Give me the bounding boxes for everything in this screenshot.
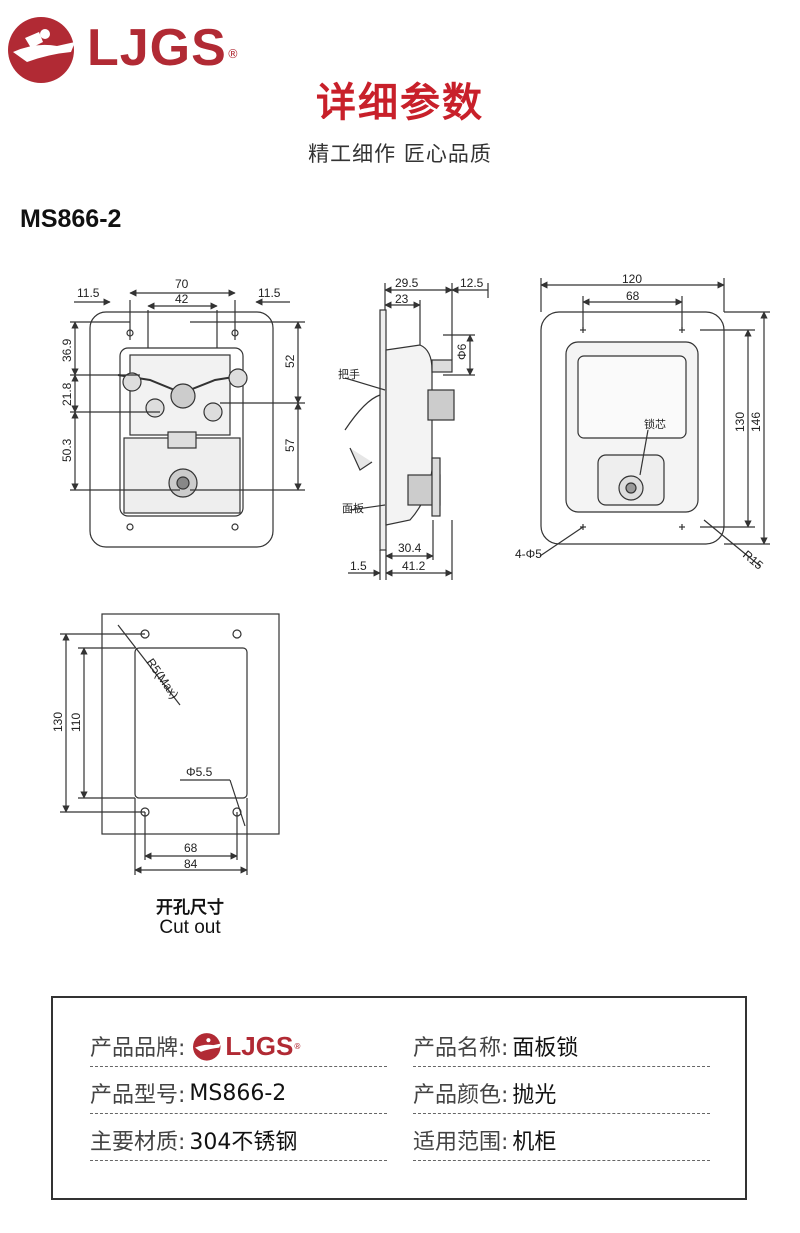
brand-name: LJGS xyxy=(87,19,227,77)
dim-68: 68 xyxy=(626,289,640,303)
spec-value: 304不锈钢 xyxy=(189,1130,298,1155)
dim-42: 42 xyxy=(175,292,189,306)
page-subtitle: 精工细作 匠心品质 xyxy=(308,142,492,166)
spec-brand-logo: LJGS ® xyxy=(191,1031,301,1062)
side-view-dimensions: 29.5 12.5 23 Φ6 把手 面板 30.4 1.5 41.2 xyxy=(338,276,484,573)
brand-logo: LJGS ® xyxy=(5,12,239,84)
cutout-dimensions: 130 110 R5(Max) Φ5.5 68 84 xyxy=(51,656,213,871)
dim-11-5-left: 11.5 xyxy=(77,286,100,300)
label-handle: 把手 xyxy=(338,367,360,381)
spec-value: MS866-2 xyxy=(189,1080,287,1106)
registered-mark: ® xyxy=(226,47,239,61)
dim-r5-max: R5(Max) xyxy=(144,656,182,702)
cutout-caption-en: Cut out xyxy=(159,917,221,938)
dim-cut-130: 130 xyxy=(51,712,65,732)
dim-phi-5-5: Φ5.5 xyxy=(186,765,213,779)
spec-key: 适用范围: xyxy=(413,1130,509,1155)
dim-41-2: 41.2 xyxy=(402,559,426,573)
label-panel: 面板 xyxy=(342,501,364,515)
label-lock-core: 锁芯 xyxy=(644,417,666,431)
dim-cut-68: 68 xyxy=(184,841,198,855)
spec-scope: 适用范围: 机柜 xyxy=(413,1120,710,1161)
brand-emblem-icon xyxy=(193,1033,222,1061)
spec-brand-name: LJGS xyxy=(225,1030,294,1061)
spec-table: 产品品牌: LJGS ® 产品名称: 面板锁 产品型号: MS866-2 产品颜… xyxy=(51,996,747,1200)
dim-36-9: 36.9 xyxy=(60,338,74,362)
technical-drawings: 70 42 11.5 11.5 36.9 21.8 50.3 52 57 xyxy=(51,272,770,875)
dim-30-4: 30.4 xyxy=(398,541,422,555)
dim-120: 120 xyxy=(622,272,642,286)
spec-value: 面板锁 xyxy=(512,1036,579,1061)
dim-130: 130 xyxy=(733,412,747,432)
dim-70: 70 xyxy=(175,277,189,291)
front-view-drawing xyxy=(70,289,305,548)
page-title: 详细参数 xyxy=(316,80,484,126)
dim-21-8: 21.8 xyxy=(60,382,74,406)
spec-key: 产品颜色: xyxy=(413,1083,509,1108)
dim-phi-6: Φ6 xyxy=(455,343,469,360)
spec-material: 主要材质: 304不锈钢 xyxy=(90,1120,387,1161)
dim-57: 57 xyxy=(283,438,297,452)
spec-color: 产品颜色: 抛光 xyxy=(413,1073,710,1114)
spec-name: 产品名称: 面板锁 xyxy=(413,1026,710,1067)
dim-29-5: 29.5 xyxy=(395,276,419,290)
spec-value: 机柜 xyxy=(512,1130,557,1155)
side-view-drawing xyxy=(344,283,489,580)
dim-holes: 4-Φ5 xyxy=(515,547,542,561)
dim-1-5: 1.5 xyxy=(350,559,367,573)
spec-key: 主要材质: xyxy=(90,1130,186,1155)
dim-cut-84: 84 xyxy=(184,857,198,871)
dim-11-5-right: 11.5 xyxy=(258,286,281,300)
spec-value: 抛光 xyxy=(512,1083,557,1108)
dim-52: 52 xyxy=(283,354,297,368)
spec-brand: 产品品牌: LJGS ® xyxy=(90,1026,387,1067)
spec-key: 产品品牌: xyxy=(90,1036,186,1061)
back-view-drawing xyxy=(539,278,770,567)
dim-23: 23 xyxy=(395,292,409,306)
spec-key: 产品型号: xyxy=(90,1083,186,1108)
cutout-drawing xyxy=(60,613,280,875)
spec-key: 产品名称: xyxy=(413,1036,509,1061)
cutout-caption-cn: 开孔尺寸 xyxy=(156,898,224,918)
brand-emblem-icon xyxy=(8,17,75,83)
model-heading: MS866-2 xyxy=(20,205,122,233)
front-view-dimensions: 70 42 11.5 11.5 36.9 21.8 50.3 52 57 xyxy=(60,277,297,462)
spec-model: 产品型号: MS866-2 xyxy=(90,1073,387,1114)
dim-146: 146 xyxy=(749,412,763,432)
dim-12-5: 12.5 xyxy=(460,276,484,290)
dim-cut-110: 110 xyxy=(69,713,83,732)
dim-r15: R15 xyxy=(740,548,766,573)
spec-registered-mark: ® xyxy=(293,1041,302,1051)
dim-50-3: 50.3 xyxy=(60,438,74,462)
